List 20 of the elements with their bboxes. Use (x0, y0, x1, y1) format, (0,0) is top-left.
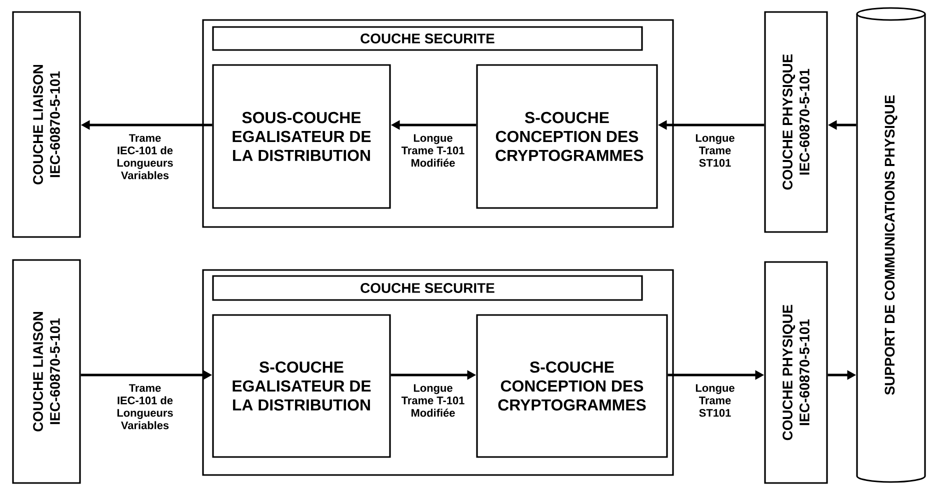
layer-title-box: COUCHE SECURITE (212, 275, 643, 301)
layer-box: COUCHE PHYSIQUE IEC-60870-5-101 (764, 261, 828, 484)
edge-label: Longue Trame T-101 Modifiée (400, 383, 466, 418)
layer-frame (202, 269, 674, 476)
sublayer-box: S-COUCHE EGALISATEUR DE LA DISTRIBUTION (212, 314, 391, 458)
node-label: SUPPORT DE COMMUNICATIONS PHYSIQUE (884, 95, 898, 395)
sublayer-box: SOUS-COUCHE EGALISATEUR DE LA DISTRIBUTION (212, 64, 391, 209)
layer-frame (202, 19, 674, 228)
layer-box: COUCHE LIAISON IEC-60870-5-101 (12, 11, 81, 238)
sublayer-box: S-COUCHE CONCEPTION DES CRYPTOGRAMMES (476, 64, 658, 209)
edge-label: Longue Trame ST101 (682, 133, 748, 168)
cylinder: SUPPORT DE COMMUNICATIONS PHYSIQUE (856, 7, 926, 483)
edge-label: Longue Trame T-101 Modifiée (400, 133, 466, 168)
layer-title-box: COUCHE SECURITE (212, 26, 643, 51)
layer-box: COUCHE LIAISON IEC-60870-5-101 (12, 259, 81, 484)
edge-label: Trame IEC-101 de Longueurs Variables (112, 383, 178, 430)
edge-label: Longue Trame ST101 (682, 383, 748, 418)
sublayer-box: S-COUCHE CONCEPTION DES CRYPTOGRAMMES (476, 314, 668, 458)
layer-box: COUCHE PHYSIQUE IEC-60870-5-101 (764, 11, 828, 233)
edge-label: Trame IEC-101 de Longueurs Variables (112, 133, 178, 180)
